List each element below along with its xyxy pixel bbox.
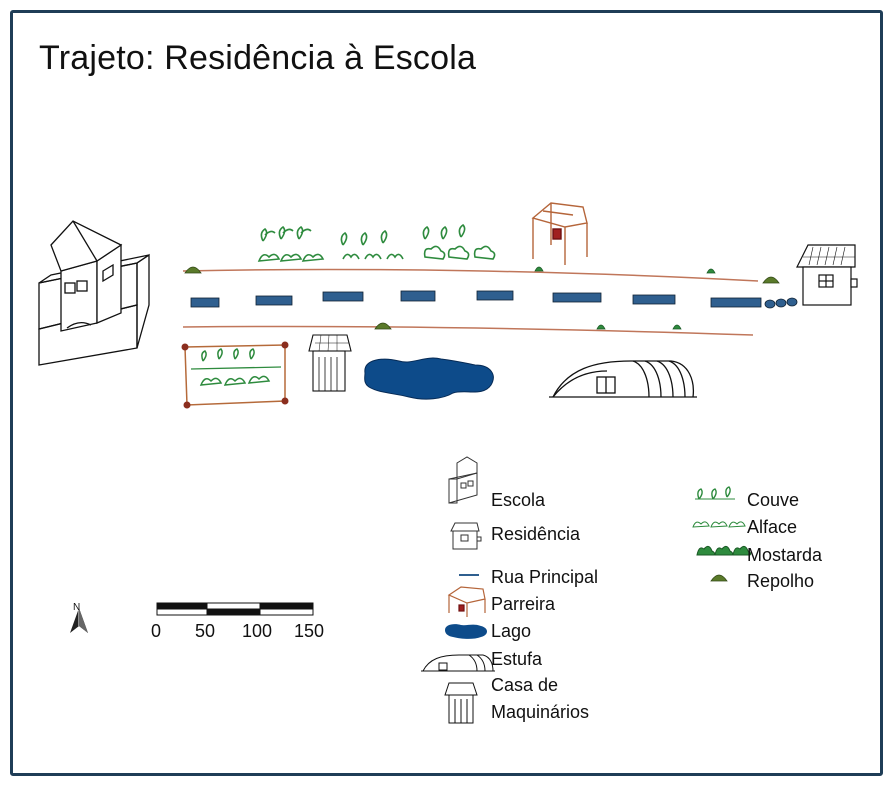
legend-couve-icon	[695, 486, 735, 500]
legend-label-lago: Lago	[491, 621, 532, 641]
legend-mostarda-icon	[696, 545, 752, 556]
trellis-icon	[531, 202, 588, 265]
scale-bar	[156, 602, 314, 616]
map-frame: Trajeto: Residência à Escola	[10, 10, 883, 776]
machinery-house-icon	[308, 334, 352, 392]
legend-label-alface: Alface	[747, 517, 798, 537]
legend-label-rua: Rua Principal	[491, 567, 599, 587]
mustard-markers	[534, 266, 716, 330]
cabbage-markers	[184, 266, 780, 330]
map-title: Trajeto: Residência à Escola	[39, 39, 477, 77]
north-label: N	[73, 602, 81, 613]
legend-alface-icon	[692, 521, 746, 528]
legend-label-casa-1: Casa de	[491, 675, 559, 695]
legend-label-estufa: Estufa	[491, 649, 543, 669]
map-canvas	[38, 202, 858, 724]
lake-icon	[364, 357, 494, 400]
greenhouse-icon	[549, 360, 697, 398]
legend-residence-icon	[450, 522, 482, 550]
scale-label-150: 150	[294, 621, 325, 641]
legend-label-residencia: Residência	[491, 524, 581, 544]
scale-label-50: 50	[195, 621, 216, 641]
school-icon	[38, 220, 150, 366]
legend-label-casa-2: Maquinários	[491, 702, 590, 722]
garden-plot	[181, 341, 289, 409]
road-edge-bottom	[182, 325, 754, 336]
legend-machinery-house-icon	[444, 682, 478, 724]
residence-icon	[796, 244, 858, 306]
legend-repolho-icon	[710, 574, 728, 582]
legend-label-parreira: Parreira	[491, 594, 556, 614]
legend-greenhouse-icon	[421, 654, 495, 672]
road-edge-top	[182, 268, 759, 282]
legend-lake-icon	[445, 624, 487, 639]
legend-label-repolho: Repolho	[747, 571, 815, 591]
scale-label-0: 0	[151, 621, 162, 641]
legend-trellis-icon	[447, 586, 486, 617]
main-road	[190, 290, 798, 309]
legend-label-escola: Escola	[491, 490, 546, 510]
legend-label-couve: Couve	[747, 490, 800, 510]
legend-label-mostarda: Mostarda	[747, 545, 823, 565]
vegetable-field-north	[257, 223, 496, 262]
legend-school-icon	[448, 456, 478, 504]
north-arrow-icon	[70, 608, 88, 633]
scale-label-100: 100	[242, 621, 273, 641]
